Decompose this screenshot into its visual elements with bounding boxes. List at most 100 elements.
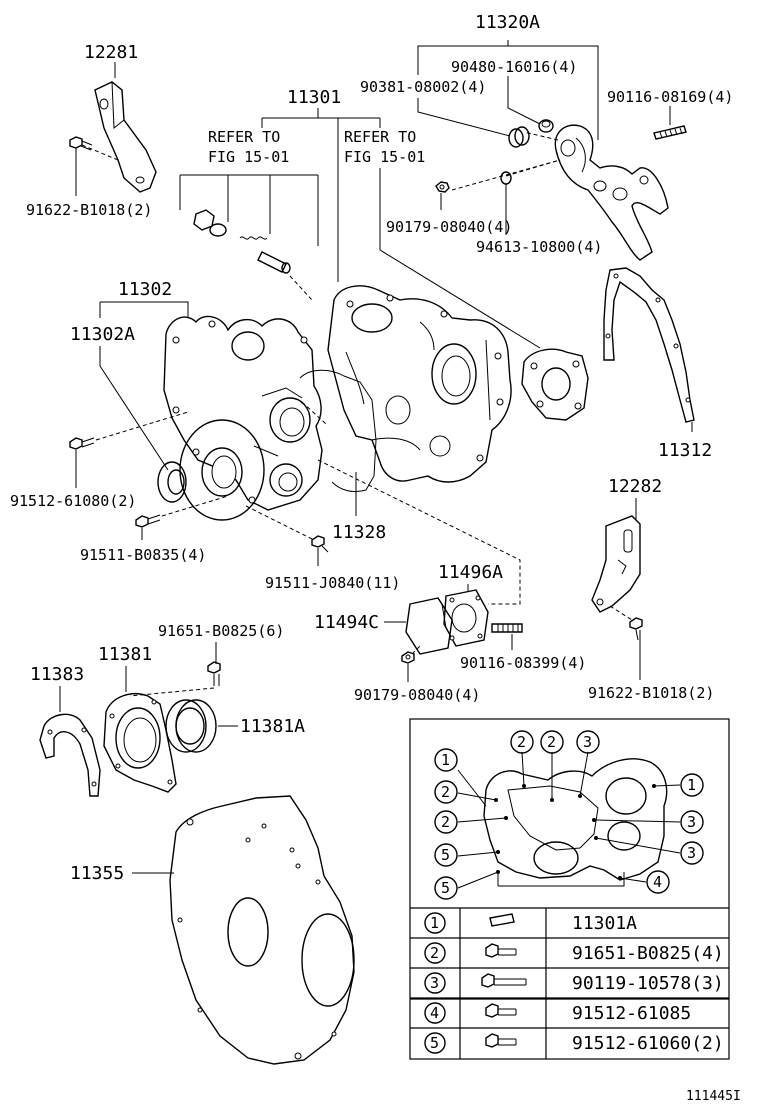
timing-gear-case-icon bbox=[163, 285, 512, 521]
stud-90116-icon bbox=[653, 125, 687, 140]
bolt-icon bbox=[485, 943, 517, 958]
label-90116b: 90116-08399(4) bbox=[460, 654, 586, 672]
svg-text:4: 4 bbox=[653, 873, 662, 891]
legend-row-1: 1 11301A bbox=[424, 912, 637, 934]
nut-icon bbox=[435, 181, 450, 193]
label-11312: 11312 bbox=[658, 440, 712, 461]
inset-callout: 1 bbox=[434, 748, 458, 772]
bolt-91622a-icon bbox=[69, 136, 93, 151]
inset-callout: 4 bbox=[646, 870, 670, 894]
long-bolt-icon bbox=[481, 973, 527, 988]
label-11328: 11328 bbox=[332, 522, 386, 543]
label-refer-to-2: REFER TO bbox=[344, 128, 416, 146]
stud-90116b-icon bbox=[491, 623, 523, 633]
nut-90179b-icon bbox=[401, 651, 415, 664]
label-fig-15-01-2: FIG 15-01 bbox=[344, 148, 425, 166]
label-refer-to-1: REFER TO bbox=[208, 128, 280, 146]
legend-table bbox=[410, 907, 729, 1059]
bolt-91511j-icon bbox=[311, 535, 329, 553]
inset-callout: 5 bbox=[434, 843, 458, 867]
legend-part: 11301A bbox=[572, 913, 637, 934]
label-94613: 94613-10800(4) bbox=[476, 238, 602, 256]
legend-part: 91512-61085 bbox=[572, 1003, 691, 1024]
label-90179a: 90179-08040(4) bbox=[386, 218, 512, 236]
label-11381: 11381 bbox=[98, 644, 152, 665]
bracket-12281-icon bbox=[94, 81, 157, 193]
legend-row-5: 5 91512-61060(2) bbox=[424, 1032, 724, 1054]
washer-icon bbox=[500, 171, 512, 185]
leader-90480 bbox=[507, 76, 541, 125]
svg-text:3: 3 bbox=[430, 974, 439, 992]
label-91511j: 91511-J0840(11) bbox=[265, 574, 400, 592]
legend-row-4: 4 91512-61085 bbox=[424, 1002, 691, 1024]
relief-valve-plug-icon bbox=[193, 209, 291, 274]
inset-callout: 3 bbox=[680, 841, 704, 865]
svg-text:2: 2 bbox=[430, 944, 439, 962]
label-11355: 11355 bbox=[70, 863, 124, 884]
label-11320A: 11320A bbox=[475, 12, 540, 33]
engine-mount-bracket-icon bbox=[554, 124, 669, 261]
svg-text:5: 5 bbox=[441, 846, 450, 864]
plate-11494C-icon bbox=[405, 597, 453, 655]
label-90480: 90480-16016(4) bbox=[451, 58, 577, 76]
oil-seal-retainer-icon bbox=[103, 693, 177, 793]
label-11302A: 11302A bbox=[70, 324, 135, 345]
legend-row-2: 2 91651-B0825(4) bbox=[424, 942, 724, 964]
svg-text:3: 3 bbox=[687, 844, 696, 862]
svg-text:3: 3 bbox=[687, 813, 696, 831]
label-11301: 11301 bbox=[287, 87, 341, 108]
label-91622b: 91622-B1018(2) bbox=[588, 684, 714, 702]
end-plate-icon bbox=[169, 795, 355, 1065]
cover-plate-icon bbox=[521, 348, 589, 421]
label-12282: 12282 bbox=[608, 476, 662, 497]
leader-11302A bbox=[99, 346, 169, 471]
svg-text:2: 2 bbox=[517, 733, 526, 751]
bracket-12282-icon bbox=[591, 515, 641, 613]
flange-bolt-icon bbox=[485, 1033, 517, 1048]
svg-text:2: 2 bbox=[441, 813, 450, 831]
svg-text:1: 1 bbox=[441, 751, 450, 769]
bushing-icon bbox=[508, 119, 554, 148]
gasket-11312-icon bbox=[603, 267, 695, 423]
svg-text:3: 3 bbox=[583, 733, 592, 751]
inset-callout: 3 bbox=[680, 810, 704, 834]
legend-part: 91512-61060(2) bbox=[572, 1033, 724, 1054]
label-11494C: 11494C bbox=[314, 612, 379, 633]
label-fig-15-01-1: FIG 15-01 bbox=[208, 148, 289, 166]
figure-id: 111445I bbox=[686, 1089, 741, 1104]
inset-callout: 3 bbox=[576, 730, 600, 754]
label-12281: 12281 bbox=[84, 42, 138, 63]
bolt-91651-icon bbox=[207, 661, 221, 686]
inset-callout: 2 bbox=[540, 730, 564, 754]
inset-callout: 2 bbox=[434, 780, 458, 804]
label-90179b: 90179-08040(4) bbox=[354, 686, 480, 704]
dowel-pin-icon bbox=[489, 913, 515, 927]
label-11381A: 11381A bbox=[240, 716, 305, 737]
svg-text:4: 4 bbox=[430, 1004, 439, 1022]
svg-text:1: 1 bbox=[687, 776, 696, 794]
bolt-91511b-icon bbox=[135, 514, 161, 528]
label-91512: 91512-61080(2) bbox=[10, 492, 136, 510]
oil-seal-icon bbox=[157, 461, 187, 503]
leader-90381 bbox=[417, 98, 511, 137]
legend-part: 91651-B0825(4) bbox=[572, 943, 724, 964]
gasket-11383-icon bbox=[39, 713, 101, 797]
flange-bolt-icon bbox=[485, 1003, 517, 1018]
label-91651: 91651-B0825(6) bbox=[158, 622, 284, 640]
svg-text:1: 1 bbox=[430, 914, 439, 932]
label-90381: 90381-08002(4) bbox=[360, 78, 486, 96]
label-90116a: 90116-08169(4) bbox=[607, 88, 733, 106]
label-91511b: 91511-B0835(4) bbox=[80, 546, 206, 564]
leader-11302 bbox=[99, 301, 189, 318]
leader-11301 bbox=[261, 108, 381, 128]
inset-callout: 1 bbox=[680, 773, 704, 797]
label-11496A: 11496A bbox=[438, 562, 503, 583]
svg-text:5: 5 bbox=[441, 879, 450, 897]
legend-part: 90119-10578(3) bbox=[572, 973, 724, 994]
label-11383: 11383 bbox=[30, 664, 84, 685]
oil-seal-11381A-icon bbox=[165, 699, 217, 753]
label-91622a: 91622-B1018(2) bbox=[26, 201, 152, 219]
inset-callout: 2 bbox=[434, 810, 458, 834]
legend-row-3: 3 90119-10578(3) bbox=[424, 972, 724, 994]
